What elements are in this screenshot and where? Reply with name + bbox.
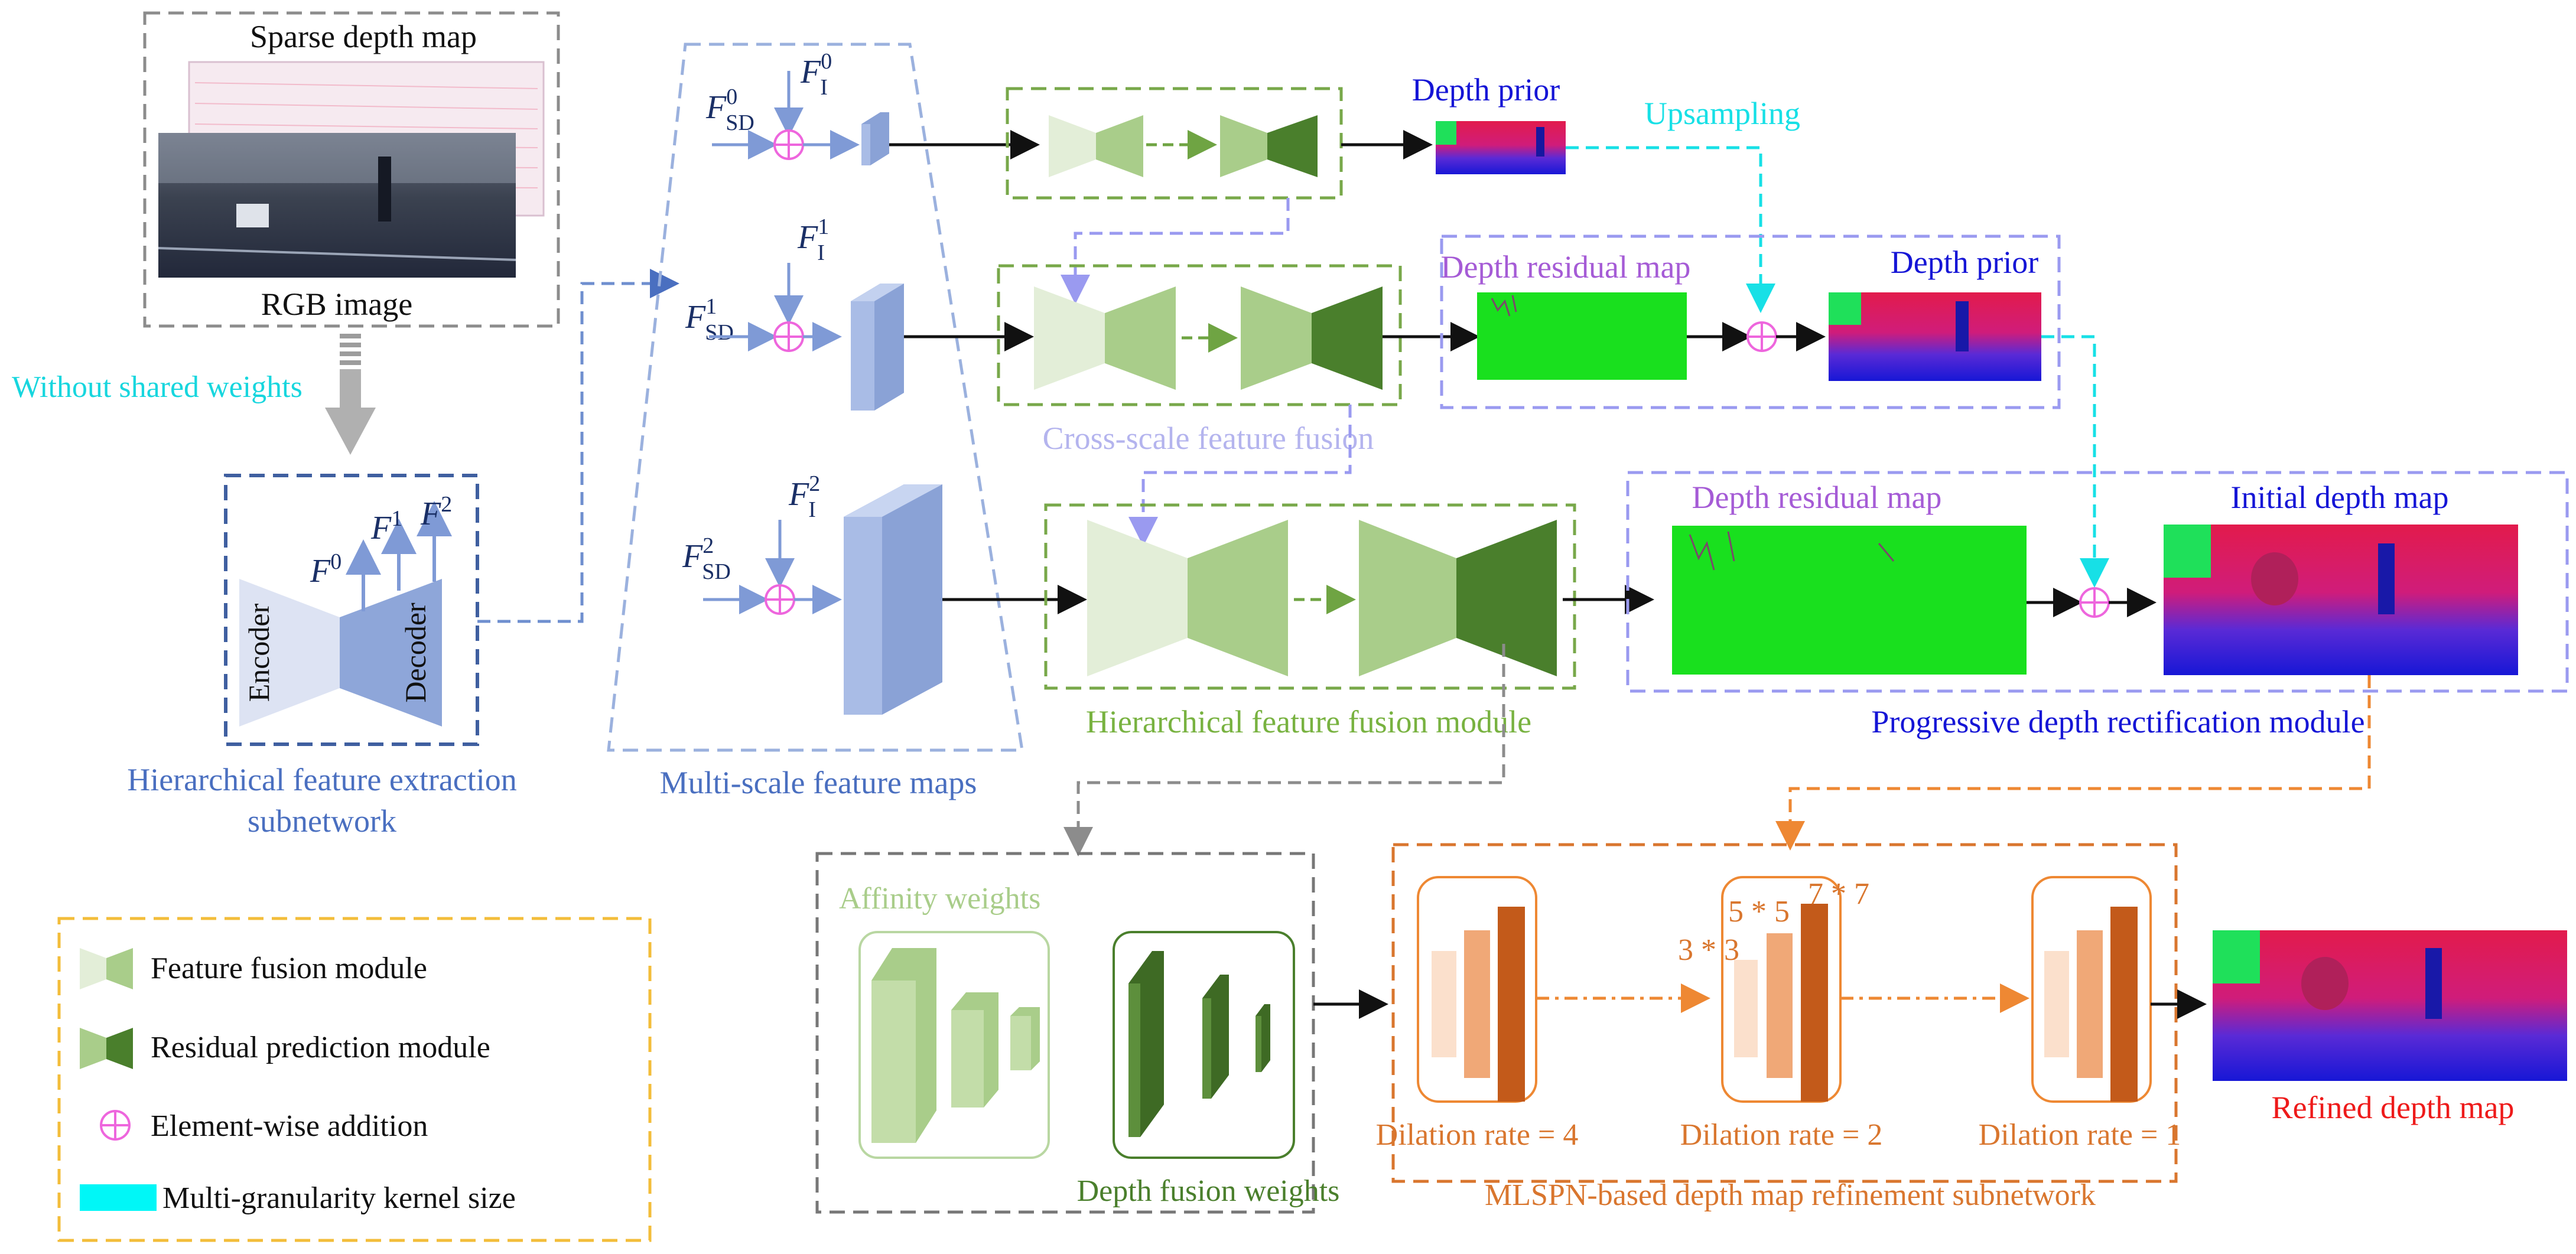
residual-mid-label: Depth residual map: [1441, 249, 1691, 285]
fusion-row-1: Cross-scale feature fusion: [904, 198, 1480, 456]
kernel-3-label: 3 * 3: [1678, 933, 1739, 967]
initial-depth-thumbnail: [2164, 525, 2518, 675]
dilation-4-label: Dilation rate = 4: [1376, 1118, 1579, 1152]
residual-bottom-label: Depth residual map: [1692, 480, 1942, 515]
refined-output: Refined depth map: [2213, 930, 2567, 1125]
dilation-stage-1: [2031, 876, 2152, 1103]
residual-prediction-icon: [80, 1028, 106, 1069]
decoder-label: Decoder: [399, 602, 432, 703]
initial-depth-label: Initial depth map: [2231, 480, 2449, 515]
refinement-title: MLSPN-based depth map refinement subnetw…: [1485, 1178, 2096, 1212]
upsampling-label: Upsampling: [1644, 96, 1800, 131]
legend-label-1: Feature fusion module: [151, 952, 427, 985]
fusion-module-title: Hierarchical feature fusion module: [1086, 704, 1531, 740]
depth-prior-mid-label: Depth prior: [1891, 245, 2038, 280]
rgb-image-label: RGB image: [261, 286, 412, 322]
dilation-stage-4: [1417, 876, 1537, 1103]
feature-fusion-block: [1087, 520, 1188, 676]
encoder-shape: [239, 579, 340, 727]
depth-prior-top-label: Depth prior: [1412, 72, 1560, 108]
depth-prior-thumbnail-mid: [1829, 292, 2041, 381]
kernel-5-label: 5 * 5: [1728, 895, 1790, 929]
element-wise-addition-icon: [100, 1110, 131, 1141]
feature-f0-label: F0: [310, 549, 341, 589]
dilation-2-label: Dilation rate = 2: [1680, 1118, 1883, 1152]
encoder-label: Encoder: [242, 603, 275, 702]
multiscale-title: Multi-scale feature maps: [660, 765, 977, 800]
dilation-1-label: Dilation rate = 1: [1979, 1118, 2181, 1152]
refinement-connector: [1775, 675, 2371, 851]
feature-fusion-block: [1049, 115, 1096, 177]
weights-connector: [1063, 644, 1505, 856]
kernel-size-icon: [80, 1184, 157, 1211]
extraction-title-line2: subnetwork: [248, 803, 396, 839]
shared-weights-arrow: [325, 334, 376, 455]
weights-block: Affinity weights Depth fusion weights: [815, 852, 1340, 1214]
feature-fusion-icon: [80, 948, 106, 989]
kernel-7-label: 7 * 7: [1808, 877, 1869, 911]
affinity-weights-label: Affinity weights: [839, 882, 1040, 916]
residual-prediction-block: [1241, 286, 1312, 390]
decoder-shape: [340, 579, 442, 727]
residual-map-thumbnail-mid: [1477, 292, 1687, 380]
residual-map-thumbnail-bottom: [1672, 526, 2027, 675]
feature-f2-label: F2: [420, 492, 452, 532]
cross-scale-label: Cross-scale feature fusion: [1043, 421, 1374, 456]
extraction-subnetwork: Encoder Decoder F0 F1 F2 Hierarchical fe…: [127, 474, 517, 839]
input-block: Sparse depth map RGB image: [143, 11, 560, 328]
dilation-stage-2: [1721, 876, 1842, 1103]
refined-depth-label: Refined depth map: [2272, 1090, 2515, 1125]
rectification-title: Progressive depth rectification module: [1871, 704, 2364, 740]
depth-fusion-weights-label: Depth fusion weights: [1077, 1174, 1340, 1208]
legend-label-4: Multi-granularity kernel size: [162, 1181, 516, 1215]
legend: Feature fusion module Residual predictio…: [57, 917, 652, 1242]
extraction-title-line1: Hierarchical feature extraction: [127, 762, 517, 797]
rectification-mid: Depth residual map Depth prior: [1440, 234, 2109, 588]
refined-depth-thumbnail: [2213, 930, 2567, 1081]
shared-weights-label: Without shared weights: [12, 370, 303, 404]
residual-prediction-block: [1359, 520, 1456, 676]
rectification-bottom: Depth residual map Initial depth map Pro…: [1626, 471, 2569, 740]
legend-label-2: Residual prediction module: [151, 1031, 490, 1064]
feature-f1-label: F1: [370, 506, 402, 546]
fusion-row-2: Hierarchical feature fusion module: [942, 405, 1654, 740]
fusion-row-0: [889, 87, 1433, 200]
extraction-connector: [477, 269, 679, 623]
residual-prediction-block: [1220, 115, 1267, 177]
refinement-subnetwork: Dilation rate = 4 3 * 3 5 * 5 7 * 7 Dila…: [1376, 843, 2181, 1212]
feature-fusion-block: [1034, 286, 1105, 390]
legend-label-3: Element-wise addition: [151, 1109, 428, 1143]
rectification-top: Depth prior Upsampling: [1412, 72, 1800, 313]
sparse-depth-label: Sparse depth map: [250, 19, 477, 54]
